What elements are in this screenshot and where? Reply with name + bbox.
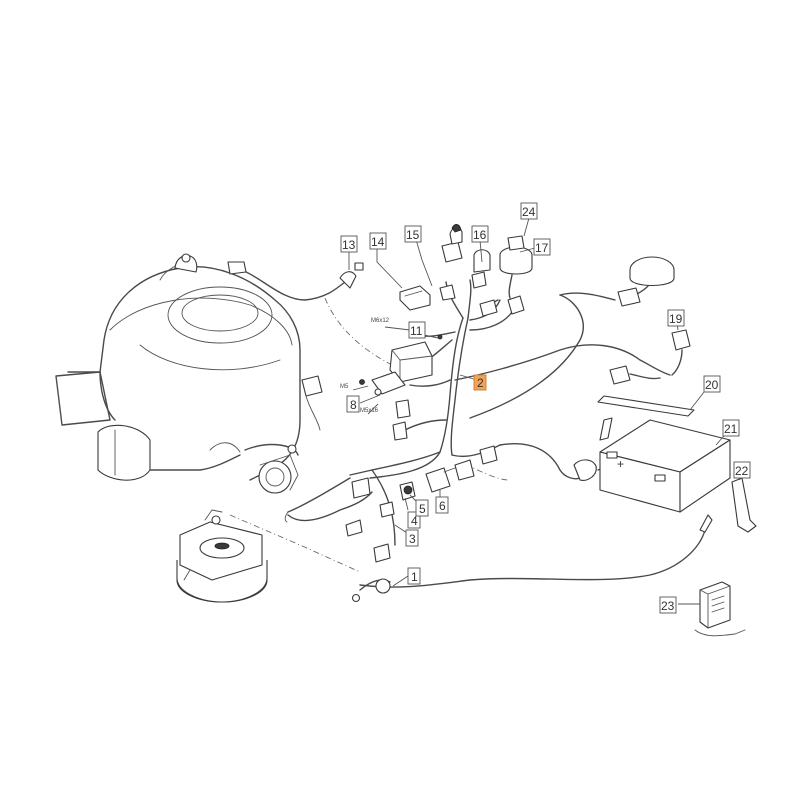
- components: +: [301, 224, 757, 637]
- callout-22: 22: [733, 461, 751, 479]
- callout-5: 5: [415, 499, 429, 517]
- svg-text:16: 16: [473, 228, 487, 242]
- svg-text:15: 15: [406, 228, 420, 242]
- fastener-labels: M6x12 M5 M5x16: [340, 318, 390, 414]
- assembly-reference-lines: [229, 297, 511, 573]
- svg-text:2: 2: [477, 376, 484, 390]
- label-m5: M5: [340, 384, 349, 390]
- callout-19: 19: [667, 309, 685, 327]
- callout-3: 3: [405, 529, 419, 547]
- callout-15: 15: [404, 225, 422, 243]
- callout-20: 20: [703, 375, 721, 393]
- callout-17: 17: [533, 238, 551, 256]
- callout-16: 16: [471, 225, 489, 243]
- svg-text:14: 14: [371, 235, 385, 249]
- svg-text:19: 19: [669, 312, 683, 326]
- callout-21: 21: [722, 419, 740, 437]
- electric-clutch: [176, 509, 268, 603]
- callout-11: 11: [408, 321, 426, 339]
- svg-text:23: 23: [661, 599, 675, 613]
- svg-text:1: 1: [411, 570, 418, 584]
- svg-text:8: 8: [350, 398, 357, 412]
- svg-text:21: 21: [724, 422, 738, 436]
- engine: [55, 253, 301, 494]
- callout-6: 6: [435, 496, 449, 514]
- callout-8: 8: [346, 395, 360, 413]
- callout-1: 1: [407, 567, 421, 585]
- callouts: 1 2 3 4 5 6 8 11 13 14 15 16 17 19 20 21…: [340, 202, 751, 614]
- svg-text:3: 3: [409, 532, 416, 546]
- callout-23: 23: [659, 596, 677, 614]
- callout-24: 24: [520, 202, 538, 220]
- svg-text:22: 22: [735, 464, 749, 478]
- callout-14: 14: [369, 232, 387, 250]
- svg-text:13: 13: [342, 238, 356, 252]
- label-m6x12: M6x12: [371, 318, 390, 324]
- svg-text:5: 5: [419, 502, 426, 516]
- wiring-harness: [227, 261, 713, 591]
- callout-13: 13: [340, 235, 358, 253]
- svg-text:20: 20: [705, 378, 719, 392]
- svg-text:4: 4: [411, 514, 418, 528]
- callout-2[interactable]: 2: [473, 374, 487, 391]
- svg-text:17: 17: [535, 241, 549, 255]
- svg-text:11: 11: [410, 324, 423, 338]
- svg-text:24: 24: [522, 205, 536, 219]
- svg-text:6: 6: [439, 499, 446, 513]
- battery-plus-label: +: [617, 457, 624, 471]
- label-m5x16: M5x16: [360, 408, 379, 414]
